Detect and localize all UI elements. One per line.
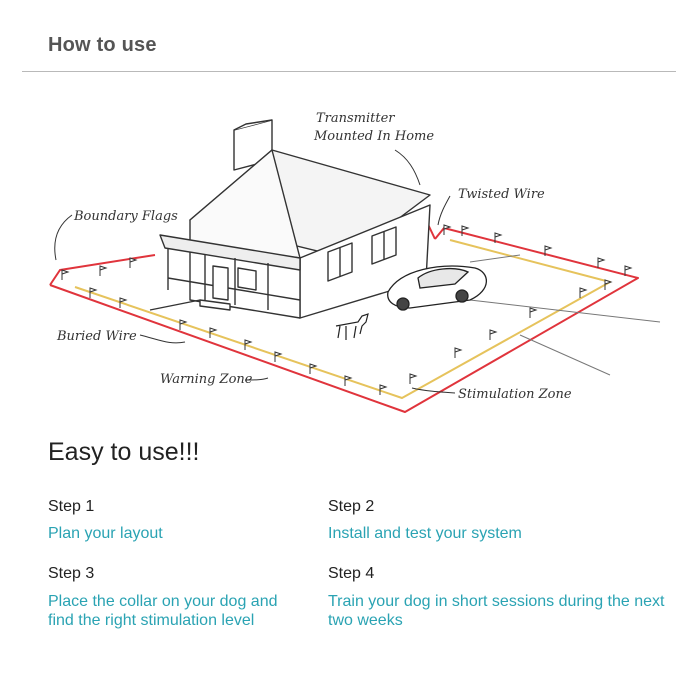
transmitter-label-line1: Transmitter: [316, 111, 395, 126]
step-1-number: Step 1: [48, 498, 95, 515]
car-sketch: [387, 265, 488, 311]
house-sketch: [159, 119, 431, 319]
header-divider: [22, 71, 676, 72]
buried-wire-line: [149, 299, 201, 311]
warning-zone-line: [74, 239, 611, 399]
step-3-number: Step 3: [48, 565, 95, 582]
boundary-wire: [49, 227, 639, 413]
section-title: Easy to use!!!: [48, 438, 200, 466]
boundary-flags-label: Boundary Flags: [73, 209, 178, 224]
label-leaders: [54, 149, 456, 394]
twisted-wire-label: Twisted Wire: [458, 187, 545, 202]
step-4-number: Step 4: [328, 565, 375, 582]
dog-sketch: [335, 313, 369, 340]
step-3-text: Place the collar on your dog and find th…: [48, 593, 278, 629]
transmitter-label-line2: Mounted In Home: [313, 129, 434, 144]
buried-wire-label: Buried Wire: [56, 329, 137, 344]
stimulation-zone-label: Stimulation Zone: [458, 387, 572, 402]
step-2-text: Install and test your system: [328, 525, 522, 542]
page-title: How to use: [48, 34, 157, 56]
boundary-flags: [61, 224, 633, 395]
step-2-number: Step 2: [328, 498, 375, 515]
yard-diagram: Transmitter Mounted In Home Twisted Wire…: [49, 111, 661, 413]
step-1-text: Plan your layout: [48, 525, 163, 542]
road: [469, 254, 661, 376]
warning-zone-label: Warning Zone: [160, 372, 253, 387]
step-4-text: Train your dog in short sessions during …: [328, 593, 665, 629]
